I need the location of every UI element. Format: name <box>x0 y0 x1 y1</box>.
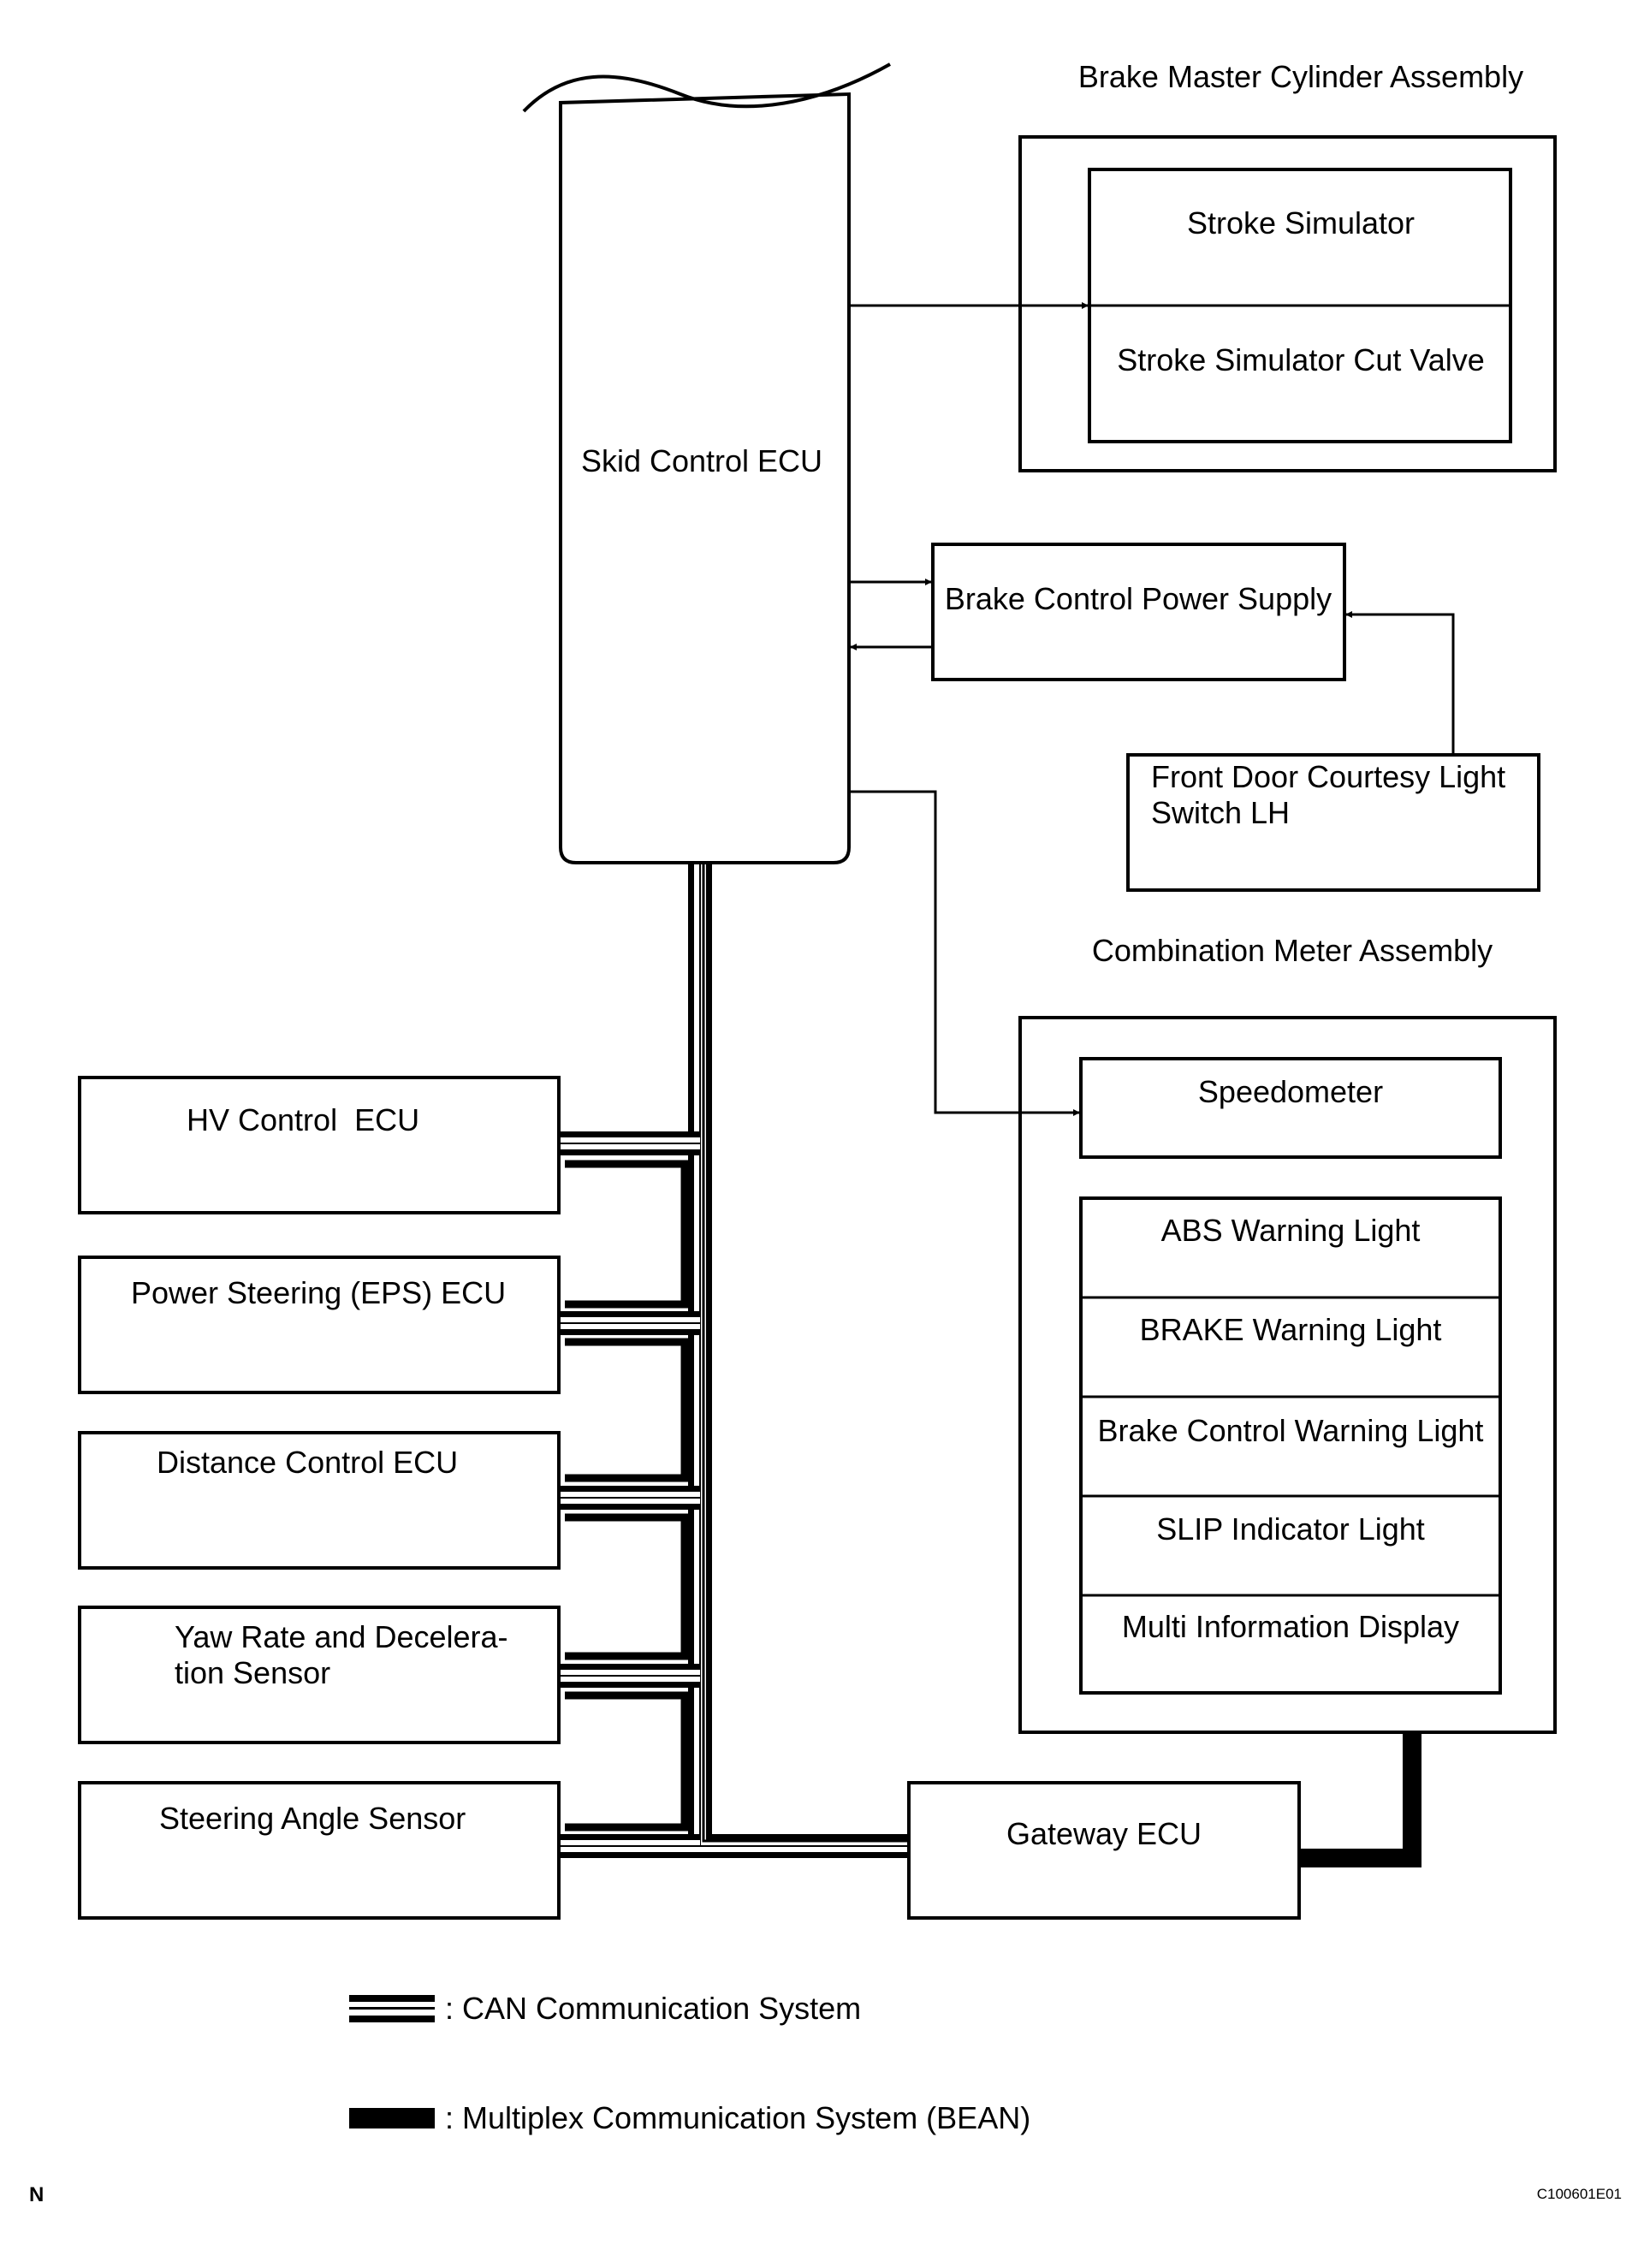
yaw-rate-deceleration-sensor: Yaw Rate and Decelera- tion Sensor <box>78 1606 561 1744</box>
front-door-switch-label-line-2: Switch LH <box>1151 795 1290 830</box>
brake-warning-light-label: BRAKE Warning Light <box>1140 1312 1442 1347</box>
brake-control-warning-light-label: Brake Control Warning Light <box>1098 1413 1484 1448</box>
stroke-simulator-cut-valve-label: Stroke Simulator Cut Valve <box>1117 342 1485 377</box>
legend-can-label: : CAN Communication System <box>445 1991 861 2026</box>
hv-control-ecu: HV Control ECU <box>78 1076 561 1214</box>
can-bus-lines <box>561 863 909 1858</box>
slip-indicator-light-label: SLIP Indicator Light <box>1156 1511 1425 1547</box>
front-door-switch-label-line-1: Front Door Courtesy Light <box>1151 759 1505 794</box>
hv-control-ecu-label: HV Control ECU <box>187 1102 419 1137</box>
legend: : CAN Communication System : Multiplex C… <box>349 1991 1030 2135</box>
steering-angle-sensor: Steering Angle Sensor <box>78 1781 561 1920</box>
power-steering-ecu-label: Power Steering (EPS) ECU <box>131 1275 506 1310</box>
yaw-rate-sensor-label-line-2: tion Sensor <box>175 1655 330 1690</box>
corner-mark-n: N <box>29 2183 44 2206</box>
legend-bean-label: : Multiplex Communication System (BEAN) <box>445 2100 1030 2135</box>
yaw-rate-sensor-label-line-1: Yaw Rate and Decelera- <box>175 1619 508 1654</box>
brake-control-power-supply: Brake Control Power Supply <box>931 543 1346 681</box>
skid-control-ecu: Skid Control ECU <box>522 62 891 864</box>
brake-master-cylinder-title: Brake Master Cylinder Assembly <box>1078 59 1523 94</box>
speedometer-label: Speedometer <box>1198 1074 1383 1109</box>
multi-information-display-label: Multi Information Display <box>1122 1609 1459 1644</box>
distance-control-ecu: Distance Control ECU <box>78 1431 561 1570</box>
abs-warning-light-label: ABS Warning Light <box>1161 1213 1421 1248</box>
yaw-rate-sensor-label: Yaw Rate and Decelera- tion Sensor <box>175 1619 517 1690</box>
legend-can-symbol <box>349 1995 435 2022</box>
combination-meter-assembly: Combination Meter Assembly Speedometer A… <box>1018 933 1557 1734</box>
stroke-simulator-label: Stroke Simulator <box>1187 205 1415 240</box>
gateway-ecu: Gateway ECU <box>907 1781 1301 1920</box>
skid-control-ecu-label: Skid Control ECU <box>581 443 822 478</box>
brake-control-power-supply-label: Brake Control Power Supply <box>945 581 1332 616</box>
figure-code: C100601E01 <box>1537 2186 1622 2202</box>
brake-master-cylinder-assembly: Brake Master Cylinder Assembly Stroke Si… <box>1018 59 1557 472</box>
distance-control-ecu-label: Distance Control ECU <box>157 1445 458 1480</box>
combination-meter-title: Combination Meter Assembly <box>1092 933 1493 968</box>
front-door-courtesy-light-switch: Front Door Courtesy Light Switch LH <box>1126 753 1540 892</box>
power-steering-ecu: Power Steering (EPS) ECU <box>78 1256 561 1394</box>
front-door-switch-label: Front Door Courtesy Light Switch LH <box>1151 759 1514 830</box>
steering-angle-sensor-label: Steering Angle Sensor <box>159 1801 466 1836</box>
gateway-ecu-label: Gateway ECU <box>1006 1816 1202 1851</box>
bean-bus-lines <box>565 1160 1421 1867</box>
signal-wires <box>849 302 1455 1116</box>
legend-bean-symbol <box>349 2108 435 2128</box>
